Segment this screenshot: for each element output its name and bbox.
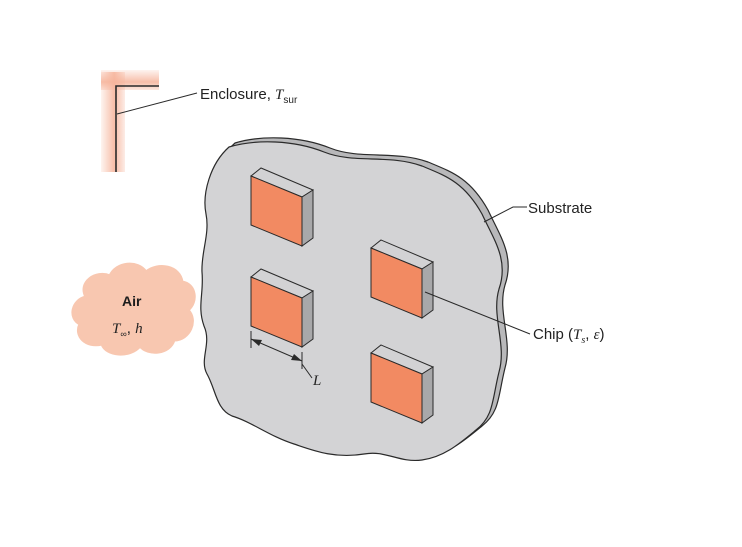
chip-2-front [250, 276, 303, 348]
length-arrowhead-right [291, 354, 302, 361]
chip-label: Chip (Ts, ε) [533, 326, 605, 346]
chip-1-side [301, 189, 314, 247]
air-cloud-shape [71, 262, 196, 356]
chip-2-side [301, 290, 314, 348]
length-dimension [250, 331, 313, 379]
chip-4 [370, 344, 435, 424]
substrate-label: Substrate [528, 200, 592, 217]
chip-3-front [370, 247, 423, 319]
chip-1 [250, 167, 315, 247]
chip-3-side [421, 261, 434, 319]
enclosure-leader-line [116, 92, 198, 115]
length-arrowhead-left [251, 339, 262, 346]
substrate-leader-line [483, 206, 527, 223]
air-properties: T∞, h [112, 320, 143, 339]
chip-4-side [421, 366, 434, 424]
air-cloud [71, 262, 196, 356]
chip-leader-line [424, 291, 531, 335]
enclosure-label: Enclosure, Tsur [200, 86, 298, 106]
enclosure-wall-line [115, 85, 159, 172]
enclosure [101, 70, 198, 172]
enclosure-top-glow [101, 70, 159, 90]
chip-2 [250, 268, 315, 348]
chip-3 [370, 239, 435, 319]
substrate [200, 137, 509, 462]
length-label: L [312, 373, 321, 389]
substrate-face [200, 141, 503, 462]
air-label: Air [122, 293, 142, 309]
chip-4-front [370, 352, 423, 424]
length-leader-line [301, 363, 313, 379]
chip-1-front [250, 175, 303, 247]
